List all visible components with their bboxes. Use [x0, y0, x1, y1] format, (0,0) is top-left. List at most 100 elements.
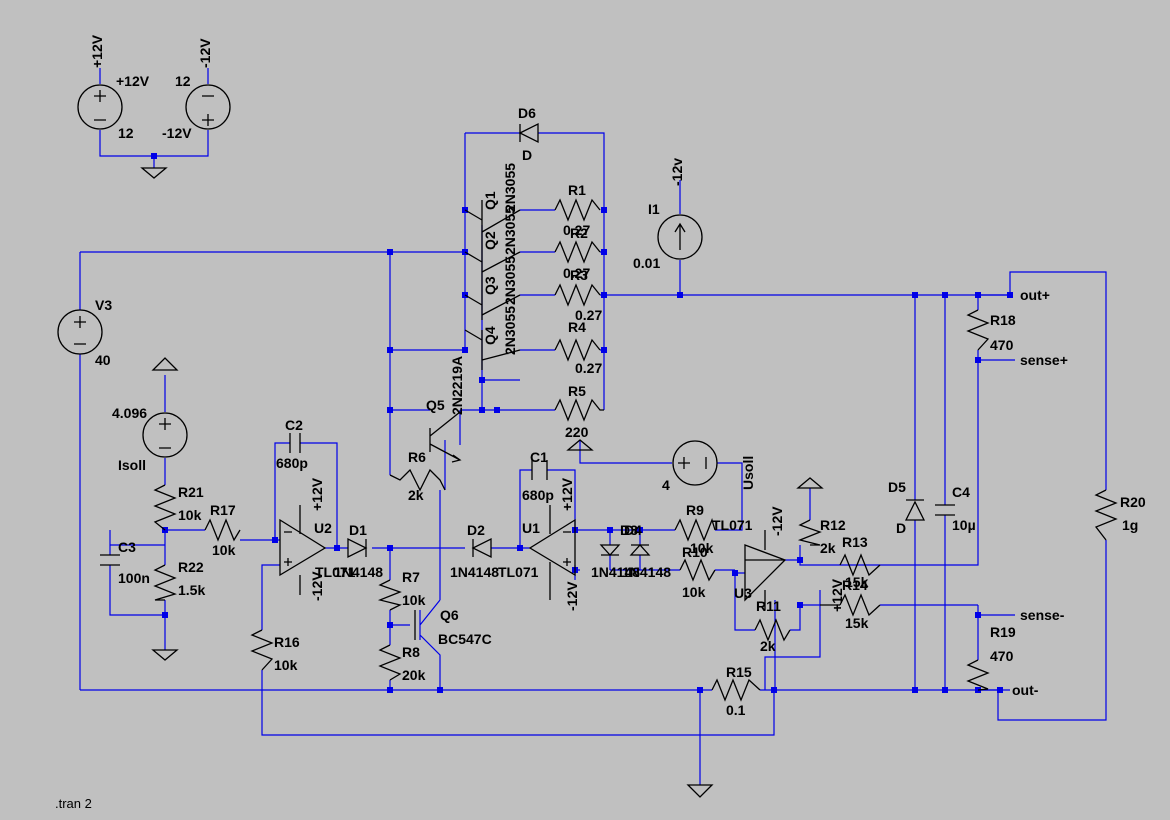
diode-d5[interactable] [904, 499, 926, 521]
usoll-label: Usoll [740, 456, 756, 490]
opamp-u1[interactable] [528, 505, 576, 600]
c4-label: C4 [952, 484, 970, 500]
d1-val: 1N4148 [334, 564, 383, 580]
r10-label: R10 [682, 544, 708, 560]
q4-label: Q4 [482, 326, 498, 345]
capacitor-c4[interactable] [935, 504, 955, 516]
diode-d2[interactable] [471, 537, 492, 559]
u1-label: U1 [522, 520, 540, 536]
d3-label: D3 [620, 522, 638, 538]
c1-label: C1 [530, 449, 548, 465]
i1-val: 0.01 [633, 255, 660, 271]
diode-d6[interactable] [518, 122, 539, 144]
v-pos-val: 12 [118, 125, 134, 141]
r4-val: 0.27 [575, 360, 602, 376]
capacitor-c3[interactable] [100, 554, 120, 566]
q3-label: Q3 [482, 276, 498, 295]
r9-label: R9 [686, 502, 704, 518]
q5-label: Q5 [426, 397, 445, 413]
q2-label: Q2 [482, 231, 498, 250]
q1-model: 2N3055 [502, 163, 518, 212]
r13-label: R13 [842, 534, 868, 550]
r5-val: 220 [565, 424, 589, 440]
opamp-u3[interactable] [744, 530, 787, 610]
r6-val: 2k [408, 487, 424, 503]
u3-vneg: -12V [769, 506, 785, 536]
r7-val: 10k [402, 592, 426, 608]
labels: +12V +12V 12 -12V 12 -12V D6 D Q1 Q2 Q3 … [55, 34, 1146, 811]
sense-neg-label: sense- [1020, 607, 1065, 623]
c3-label: C3 [118, 539, 136, 555]
d3-val: 1N4148 [591, 564, 640, 580]
d6-name: D6 [518, 105, 536, 121]
u3-vpos: +12V [829, 578, 845, 612]
capacitor-c2[interactable] [289, 433, 301, 453]
voltage-source-neg[interactable] [185, 84, 231, 130]
r6-label: R6 [408, 449, 426, 465]
voltage-source-isoll[interactable] [142, 412, 188, 458]
q6-label: Q6 [440, 607, 459, 623]
d4-val: 1N4148 [622, 564, 671, 580]
d2-label: D2 [467, 522, 485, 538]
isoll-val: 4.096 [112, 405, 147, 421]
r8-label: R8 [402, 644, 420, 660]
opamp-u2[interactable] [279, 505, 327, 595]
current-source-i1[interactable] [657, 214, 703, 260]
r14-val: 15k [845, 615, 869, 631]
spice-directive: .tran 2 [55, 796, 92, 811]
u3-label: U3 [734, 585, 752, 601]
i1-net: -12v [669, 158, 685, 186]
sense-pos-label: sense+ [1020, 352, 1068, 368]
r14-label: R14 [842, 577, 868, 593]
voltage-source-v3[interactable] [57, 309, 103, 355]
q3-model: 2N3055 [502, 256, 518, 305]
r7-label: R7 [402, 569, 420, 585]
r18-label: R18 [990, 312, 1016, 328]
junctions [151, 153, 1013, 693]
r1-val: 0.27 [563, 222, 590, 238]
diode-d1[interactable] [347, 537, 368, 559]
d4-label: D4 [624, 522, 642, 538]
q6-model: BC547C [438, 631, 492, 647]
q1-label: Q1 [482, 191, 498, 210]
r9-val: 10k [690, 540, 714, 556]
r21-val: 10k [178, 507, 202, 523]
r13-val: 15k [845, 574, 869, 590]
u1-model: TL071 [498, 564, 539, 580]
resistors[interactable] [153, 198, 1118, 702]
r15-label: R15 [726, 664, 752, 680]
out-pos-label: out+ [1020, 287, 1050, 303]
r12-label: R12 [820, 517, 846, 533]
c3-val: 100n [118, 570, 150, 586]
diode-d3[interactable] [599, 544, 621, 556]
d6-val: D [522, 147, 532, 163]
i1-label: I1 [648, 201, 660, 217]
q2-model: 2N3055 [502, 206, 518, 255]
r1-label: R1 [568, 182, 586, 198]
r12-val: 2k [820, 540, 836, 556]
voltage-source-pos[interactable] [77, 84, 123, 130]
isoll-label: Isoll [118, 457, 146, 473]
transistors[interactable] [414, 200, 521, 640]
voltage-source-usoll[interactable] [672, 440, 718, 486]
r3-label: R3 [570, 267, 588, 283]
usoll-val: 4 [662, 477, 670, 493]
u3-model: TL071 [712, 517, 753, 533]
r19-val: 470 [990, 648, 1014, 664]
c1-val: 680p [522, 487, 554, 503]
v-pos-net: +12V [89, 34, 105, 68]
d2-val: 1N4148 [450, 564, 499, 580]
r8-val: 20k [402, 667, 426, 683]
q4-model: 2N3055 [502, 306, 518, 355]
r4-label: R4 [568, 319, 586, 335]
u2-vpos: +12V [309, 477, 325, 511]
r22-val: 1.5k [178, 582, 205, 598]
u1-vneg: -12V [564, 581, 580, 611]
ground-symbols [140, 167, 824, 798]
r22-label: R22 [178, 559, 204, 575]
capacitor-c1[interactable] [531, 460, 548, 480]
diode-d4[interactable] [629, 544, 651, 556]
r2-val: 0.27 [563, 265, 590, 281]
